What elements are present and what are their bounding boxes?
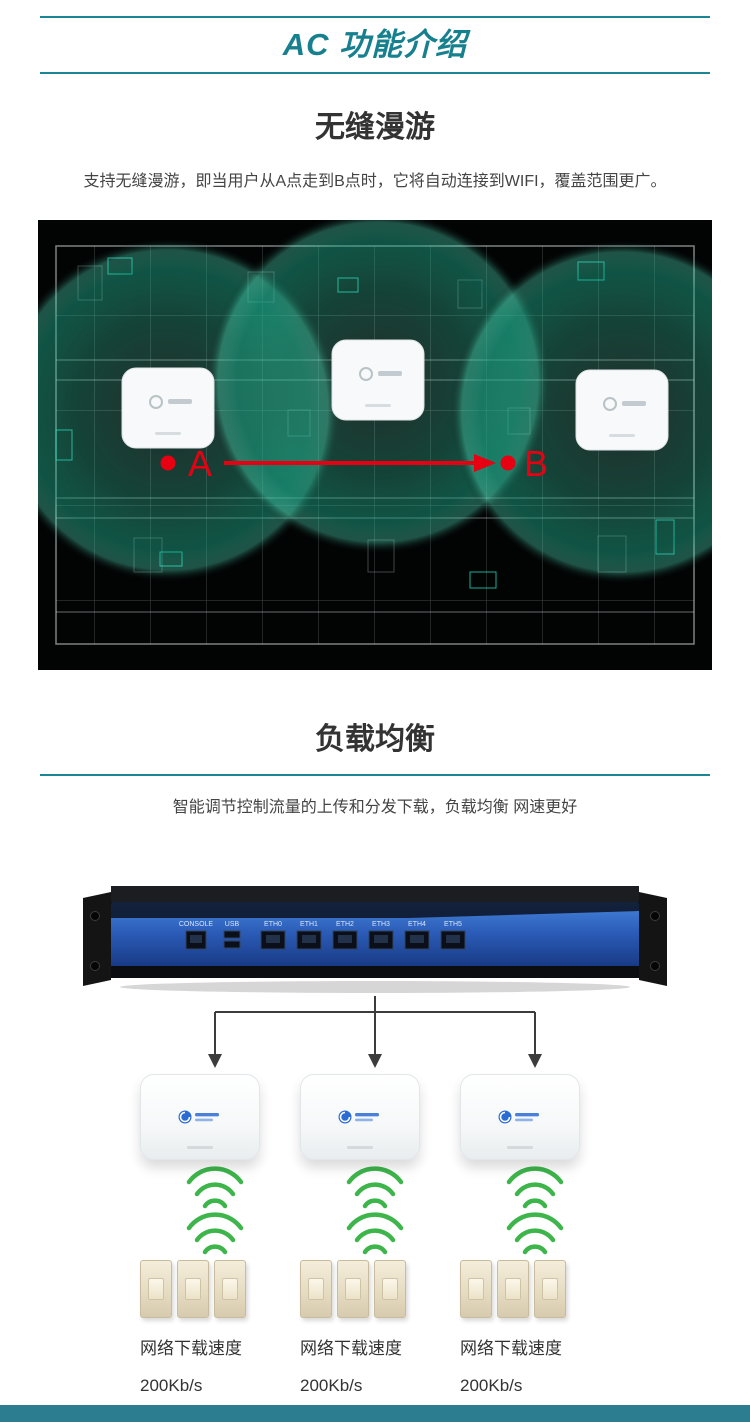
- point-a-label: A: [188, 443, 212, 484]
- roaming-description: 支持无缝漫游，即当用户从A点走到B点时，它将自动连接到WIFI，覆盖范围更广。: [83, 173, 667, 190]
- page-header: AC 功能介绍: [0, 0, 750, 74]
- wall-panel-group: [300, 1260, 450, 1318]
- svg-text:USB: USB: [225, 921, 240, 928]
- point-b-dot: [500, 455, 516, 471]
- ethernet-ports: [260, 930, 466, 950]
- ac-controller-graphic: CONSOLE USB ETH0 ETH1 ETH2 ETH3 ETH4 ETH…: [83, 886, 667, 993]
- brand-logo-icon: [178, 1110, 219, 1124]
- svg-text:CONSOLE: CONSOLE: [179, 921, 214, 928]
- wall-ap-panel: [214, 1260, 246, 1318]
- wifi-signal-icon: [506, 1166, 564, 1255]
- section-load-balancing: 负载均衡 智能调节控制流量的上传和分发下载，负载均衡 网速更好: [0, 720, 750, 1396]
- header-top-line: [40, 16, 710, 18]
- wall-ap-panel: [177, 1260, 209, 1318]
- load-groups: 网络下载速度 200Kb/s: [135, 1074, 615, 1396]
- ap-indicator: [507, 1146, 533, 1149]
- roaming-title: 无缝漫游: [315, 111, 435, 144]
- page-title: AC 功能介绍: [282, 27, 468, 62]
- svg-text:ETH3: ETH3: [372, 921, 390, 928]
- rack-ear-left: [83, 892, 111, 986]
- chassis-top: [111, 886, 639, 904]
- wall-ap-panel: [460, 1260, 492, 1318]
- wifi-signal-icon: [186, 1166, 244, 1255]
- wall-ap-panel: [534, 1260, 566, 1318]
- load-group-2: 网络下载速度 200Kb/s: [300, 1074, 450, 1396]
- wifi-signal-icon: [346, 1166, 404, 1255]
- next-section-strip: [0, 1405, 750, 1422]
- ap-indicator: [187, 1146, 213, 1149]
- floorplan-graphic: A B: [38, 220, 712, 670]
- load-title-line: [40, 774, 710, 776]
- connector-arrows: [208, 996, 542, 1068]
- roaming-path-arrow: A B: [160, 443, 548, 484]
- console-port: [185, 930, 207, 950]
- load-title: 负载均衡: [315, 723, 435, 756]
- wall-ap-panel: [140, 1260, 172, 1318]
- load-group-1: 网络下载速度 200Kb/s: [140, 1074, 290, 1396]
- ap-indicator: [347, 1146, 373, 1149]
- floorplan-ap-3: [575, 369, 669, 451]
- point-b-label: B: [524, 443, 548, 484]
- wireless-ap-device: [300, 1074, 420, 1160]
- svg-text:ETH4: ETH4: [408, 921, 426, 928]
- svg-text:ETH1: ETH1: [300, 921, 318, 928]
- point-a-dot: [160, 455, 176, 471]
- arrow-down-icon: [528, 1054, 542, 1068]
- usb-ports: [223, 930, 241, 949]
- panel-gloss-stripe: [111, 902, 639, 918]
- wireless-ap-device: [460, 1074, 580, 1160]
- download-speed-value: 200Kb/s: [300, 1376, 363, 1395]
- download-speed-value: 200Kb/s: [460, 1376, 523, 1395]
- download-speed-label: 网络下载速度: [300, 1339, 402, 1358]
- ac-controller-image: CONSOLE USB ETH0 ETH1 ETH2 ETH3 ETH4 ETH…: [0, 846, 750, 996]
- wall-ap-panel: [300, 1260, 332, 1318]
- wall-panel-group: [460, 1260, 610, 1318]
- load-description: 智能调节控制流量的上传和分发下载，负载均衡 网速更好: [172, 799, 578, 816]
- floorplan-ap-1: [121, 367, 215, 449]
- floorplan-coverage-image: A B: [38, 220, 712, 670]
- svg-text:ETH2: ETH2: [336, 921, 354, 928]
- wall-ap-panel: [337, 1260, 369, 1318]
- rack-ear-right: [639, 892, 667, 986]
- svg-text:ETH0: ETH0: [264, 921, 282, 928]
- section-seamless-roaming: 无缝漫游 支持无缝漫游，即当用户从A点走到B点时，它将自动连接到WIFI，覆盖范…: [0, 108, 750, 670]
- wireless-ap-device: [140, 1074, 260, 1160]
- download-speed-label: 网络下载速度: [460, 1339, 562, 1358]
- arrow-down-icon: [368, 1054, 382, 1068]
- arrow-head: [474, 454, 496, 472]
- brand-logo-icon: [338, 1110, 379, 1124]
- download-speed-value: 200Kb/s: [140, 1376, 203, 1395]
- load-group-3: 网络下载速度 200Kb/s: [460, 1074, 610, 1396]
- download-speed-label: 网络下载速度: [140, 1339, 242, 1358]
- wall-ap-panel: [374, 1260, 406, 1318]
- brand-logo-icon: [498, 1110, 539, 1124]
- header-bottom-line: [40, 72, 710, 74]
- wall-panel-group: [140, 1260, 290, 1318]
- svg-text:ETH5: ETH5: [444, 921, 462, 928]
- floorplan-ap-2: [331, 339, 425, 421]
- chassis-bottom: [111, 966, 639, 978]
- port-labels: CONSOLE USB ETH0 ETH1 ETH2 ETH3 ETH4 ETH…: [179, 921, 462, 928]
- arrow-down-icon: [208, 1054, 222, 1068]
- wall-ap-panel: [497, 1260, 529, 1318]
